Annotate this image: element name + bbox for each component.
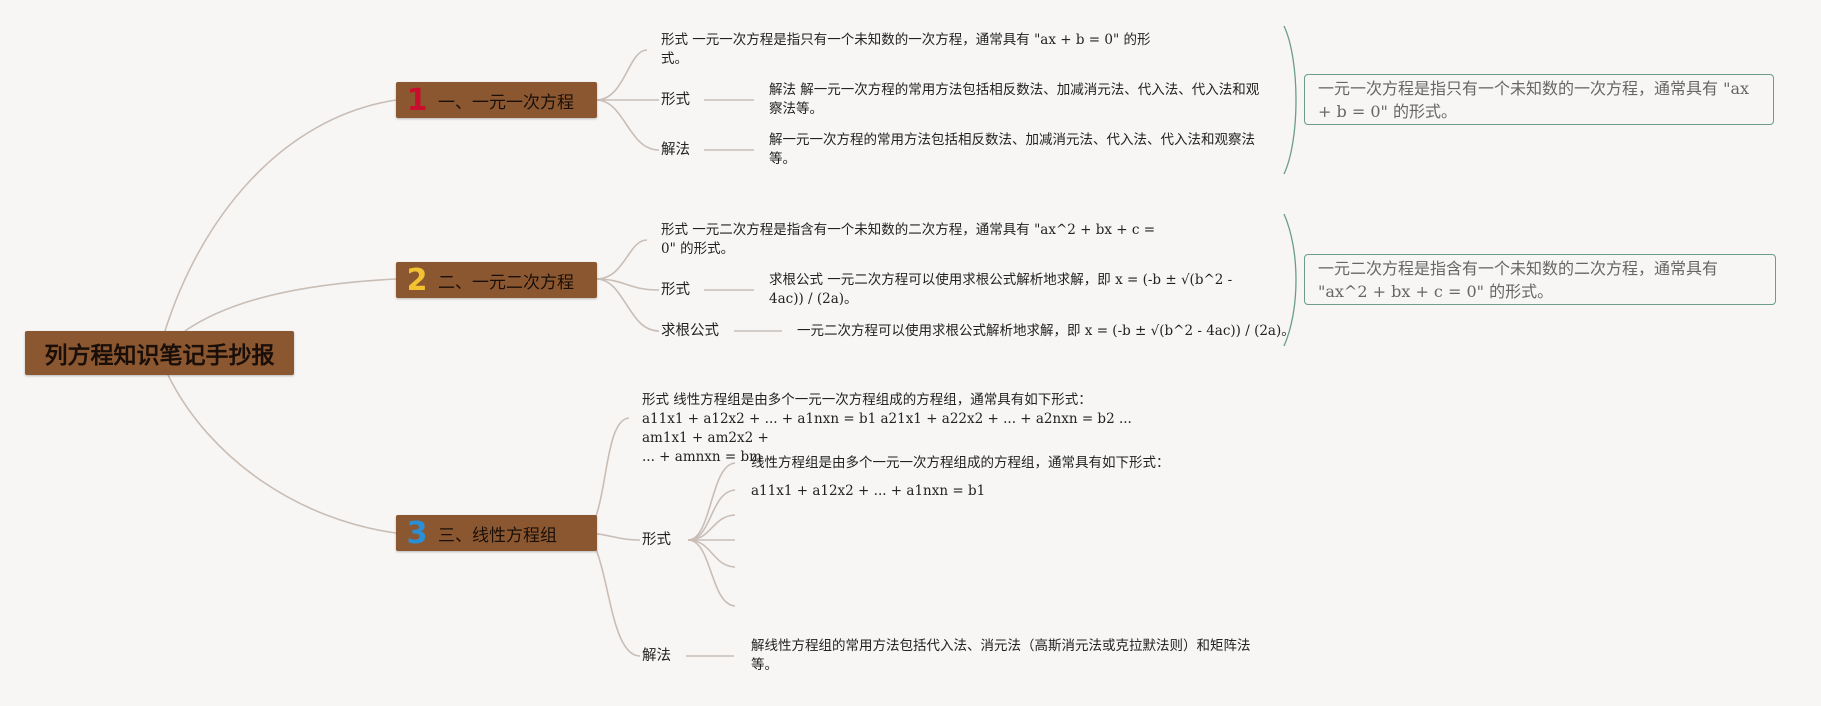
topic-1-branch-form[interactable]: 形式 (661, 92, 690, 108)
topic-1-branch-solve[interactable]: 解法 (661, 142, 690, 158)
central-topic[interactable]: 列方程知识笔记手抄报 (25, 331, 294, 375)
connector-t3-c5 (687, 539, 736, 568)
topic-3-form-child-2[interactable]: a11x1 + a12x2 + ... + a1nxn = b1 (751, 483, 986, 499)
topic-2-node[interactable]: 2 二、一元二次方程 (396, 262, 597, 298)
connector-t3-c3 (687, 514, 736, 541)
topic-3-solve-text[interactable]: 解线性方程组的常用方法包括代入法、消元法（高斯消元法或克拉默法则）和矩阵法等。 (751, 638, 1251, 673)
connector-t3-c6 (687, 539, 736, 607)
topic-2-detail[interactable]: 形式 一元二次方程是指含有一个未知数的二次方程，通常具有 "ax^2 + bx … (661, 222, 1156, 257)
connector-t2-root (595, 278, 660, 332)
connector-t3-c1 (687, 462, 736, 541)
number-3-badge: 3 (406, 515, 428, 551)
topic-3-node[interactable]: 3 三、线性方程组 (396, 515, 597, 551)
summary-bracket-1 (1283, 25, 1297, 175)
topic-3-detail-line-3: ... + amnxn = bm (642, 449, 762, 465)
topic-3-branch-form[interactable]: 形式 (642, 532, 671, 548)
topic-1-form-text[interactable]: 解法 解一元一次方程的常用方法包括相反数法、加减消元法、代入法、代入法和观察法等… (769, 82, 1260, 117)
connector-t3-c2 (687, 489, 736, 541)
topic-3-branch-solve[interactable]: 解法 (642, 648, 671, 664)
topic-2-branch-form[interactable]: 形式 (661, 282, 690, 298)
topic-1-detail[interactable]: 形式 一元一次方程是指只有一个未知数的一次方程，通常具有 "ax + b = 0… (661, 32, 1151, 67)
number-1-badge: 1 (406, 82, 428, 118)
connector-root-topic1 (164, 99, 397, 332)
topic-2-title: 二、一元二次方程 (438, 272, 574, 293)
connector-t2-detail (595, 239, 648, 280)
connector-root-topic2 (184, 278, 397, 332)
topic-1-node[interactable]: 1 一、一元一次方程 (396, 82, 597, 118)
topic-3-detail-line-2: a11x1 + a12x2 + ... + a1nxn = b1 a21x1 +… (642, 411, 1132, 446)
number-2-badge: 2 (406, 262, 428, 298)
topic-2-summary[interactable]: 一元二次方程是指含有一个未知数的二次方程，通常具有 "ax^2 + bx + c… (1304, 254, 1776, 305)
connector-t3-solve (579, 532, 641, 657)
topic-3-title: 三、线性方程组 (438, 525, 557, 546)
topic-1-solve-text[interactable]: 解一元一次方程的常用方法包括相反数法、加减消元法、代入法、代入法和观察法等。 (769, 132, 1255, 167)
connector-t1-solve (595, 99, 660, 151)
topic-2-root-formula-text[interactable]: 一元二次方程可以使用求根公式解析地求解，即 x = (-b ± √(b^2 - … (797, 323, 1295, 339)
summary-bracket-2 (1283, 213, 1297, 347)
topic-1-title: 一、一元一次方程 (438, 92, 574, 113)
topic-2-branch-root-formula[interactable]: 求根公式 (661, 323, 719, 339)
topic-3-form-child-1[interactable]: 线性方程组是由多个一元一次方程组成的方程组，通常具有如下形式： (751, 455, 1170, 471)
connector-t1-detail (595, 49, 648, 101)
connector-root-topic3 (167, 374, 397, 534)
topic-2-form-text[interactable]: 求根公式 一元二次方程可以使用求根公式解析地求解，即 x = (-b ± √(b… (769, 272, 1233, 307)
topic-3-detail-line-1: 形式 线性方程组是由多个一元一次方程组成的方程组，通常具有如下形式： (642, 392, 1092, 408)
topic-1-summary[interactable]: 一元一次方程是指只有一个未知数的一次方程，通常具有 "ax + b = 0" 的… (1304, 74, 1774, 125)
connector-t2-form (595, 278, 660, 291)
topic-3-detail[interactable]: 形式 线性方程组是由多个一元一次方程组成的方程组，通常具有如下形式： a11x1… (642, 391, 1162, 467)
